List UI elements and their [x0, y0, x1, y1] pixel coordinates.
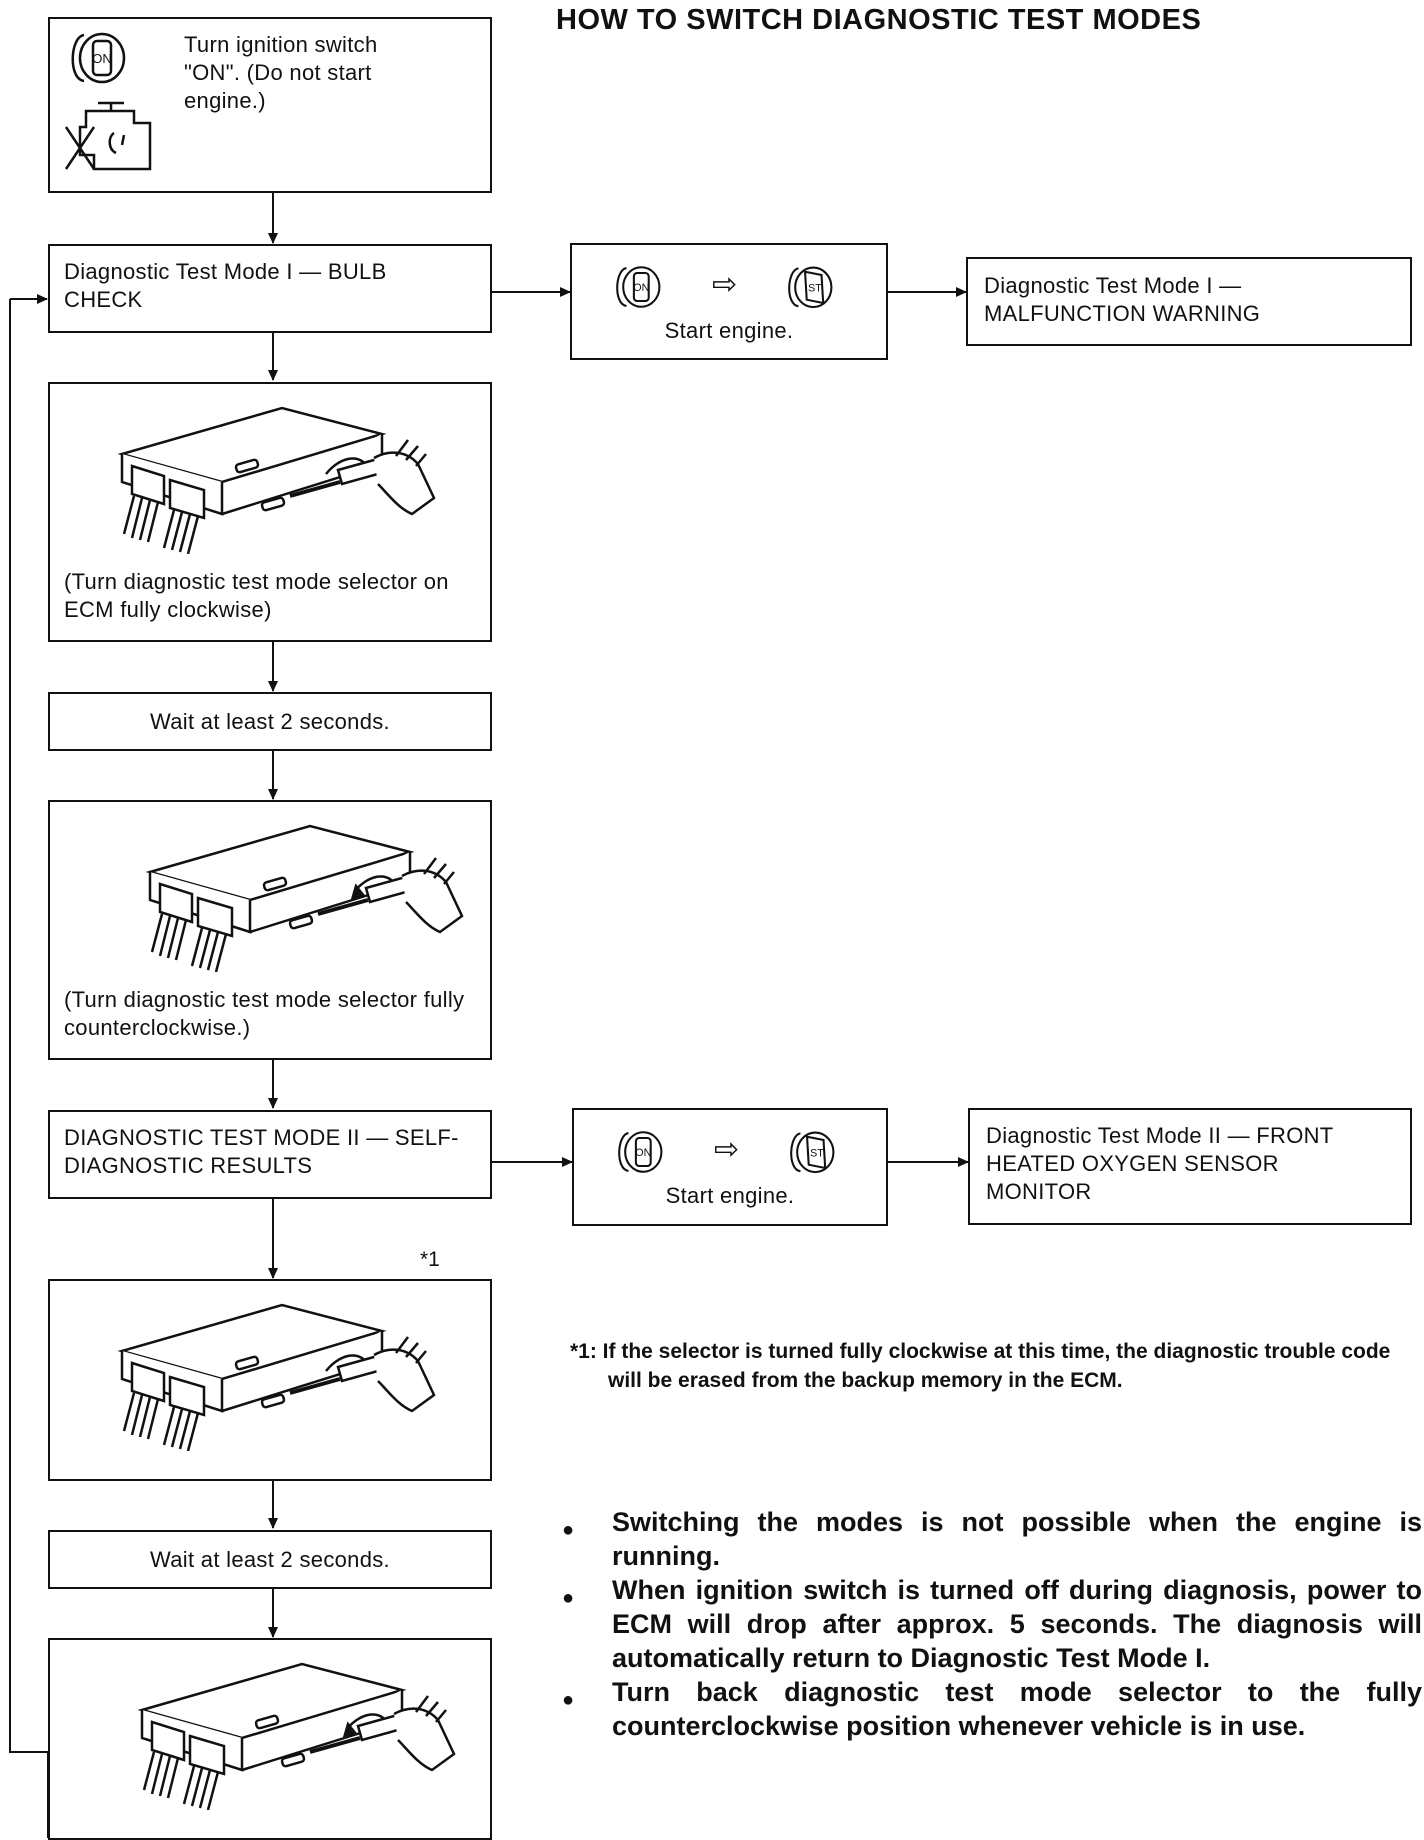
mode2-o2-monitor-text: Diagnostic Test Mode II — FRONT HEATED O…: [986, 1123, 1334, 1204]
start-engine-text-1: Start engine.: [664, 318, 794, 343]
mode1-bulb-check-text: Diagnostic Test Mode I — BULB CHECK: [64, 259, 387, 312]
svg-text:ST: ST: [808, 282, 822, 294]
turn-counterclockwise-text: (Turn diagnostic test mode selector full…: [64, 987, 465, 1040]
wait-box-1: Wait at least 2 seconds.: [48, 692, 492, 751]
wait-box-2: Wait at least 2 seconds.: [48, 1530, 492, 1589]
note-item: ● Switching the modes is not possible whe…: [560, 1505, 1422, 1573]
start-engine-text-2: Start engine.: [665, 1183, 795, 1208]
ignition-key-on-icon: ON: [71, 32, 126, 84]
bullet-icon: ●: [562, 1587, 575, 1609]
svg-text:ON: ON: [92, 51, 112, 66]
arrow-right-icon: ⇨: [712, 268, 738, 301]
footnote-text: *1: If the selector is turned fully cloc…: [570, 1340, 1391, 1392]
notes-list: ● Switching the modes is not possible whe…: [560, 1505, 1422, 1743]
mode1-malfunction-box: Diagnostic Test Mode I — MALFUNCTION WAR…: [966, 257, 1412, 346]
ignition-key-start-icon: ST: [790, 1131, 835, 1174]
ecm-turn-clockwise-box: (Turn diagnostic test mode selector on E…: [48, 382, 492, 642]
ignition-key-on-icon: ON: [618, 1131, 663, 1173]
arrow-right-icon: ⇨: [714, 1133, 740, 1166]
note-item: ● Turn back diagnostic test mode selector…: [560, 1675, 1422, 1743]
start-engine-box-1: ON ⇨ ST Start engine.: [570, 243, 888, 360]
note-item: ● When ignition switch is turned off duri…: [560, 1573, 1422, 1675]
svg-text:ON: ON: [635, 1147, 651, 1159]
mode2-self-diagnostic-text: DIAGNOSTIC TEST MODE II — SELF-DIAGNOSTI…: [64, 1125, 459, 1178]
start-engine-box-2: ON ⇨ ST Start engine.: [572, 1108, 888, 1226]
return-loop-line: [9, 299, 49, 1838]
svg-text:ON: ON: [633, 282, 649, 294]
note-text: Switching the modes is not possible when…: [612, 1507, 1422, 1571]
mode1-malfunction-text: Diagnostic Test Mode I — MALFUNCTION WAR…: [984, 273, 1261, 326]
ecm-selector-clockwise-icon: [117, 406, 436, 554]
footnote-ref-marker: *1: [420, 1248, 440, 1271]
svg-text:ST: ST: [810, 1147, 824, 1159]
ecm-selector-counterclockwise-icon: [137, 1662, 456, 1810]
bullet-icon: ●: [562, 1519, 575, 1541]
ignition-key-start-icon: ST: [788, 266, 833, 309]
turn-clockwise-text: (Turn diagnostic test mode selector on E…: [64, 569, 449, 622]
mode1-bulb-check-box: Diagnostic Test Mode I — BULB CHECK: [48, 244, 492, 333]
step-ignition-on: ON Turn ignition switch "ON". (Do not st…: [48, 17, 492, 193]
wait-text-2: Wait at least 2 seconds.: [150, 1547, 390, 1572]
ecm-selector-clockwise-icon: [117, 1303, 436, 1451]
mode2-self-diagnostic-box: DIAGNOSTIC TEST MODE II — SELF-DIAGNOSTI…: [48, 1110, 492, 1199]
ecm-turn-clockwise-box-2: [48, 1279, 492, 1481]
ignition-key-on-icon: ON: [616, 266, 661, 308]
ignition-on-text: Turn ignition switch "ON". (Do not start…: [184, 32, 378, 113]
note-text: When ignition switch is turned off durin…: [612, 1575, 1422, 1673]
engine-off-icon: [64, 101, 152, 171]
page-title: HOW TO SWITCH DIAGNOSTIC TEST MODES: [556, 4, 1202, 36]
wait-text-1: Wait at least 2 seconds.: [150, 709, 390, 734]
bullet-icon: ●: [562, 1689, 575, 1711]
note-text: Turn back diagnostic test mode selector …: [612, 1677, 1422, 1741]
ecm-turn-counterclockwise-box-2: [48, 1638, 492, 1840]
ecm-selector-counterclockwise-icon: [145, 824, 464, 972]
mode2-o2-monitor-box: Diagnostic Test Mode II — FRONT HEATED O…: [968, 1108, 1412, 1225]
ecm-turn-counterclockwise-box: (Turn diagnostic test mode selector full…: [48, 800, 492, 1060]
